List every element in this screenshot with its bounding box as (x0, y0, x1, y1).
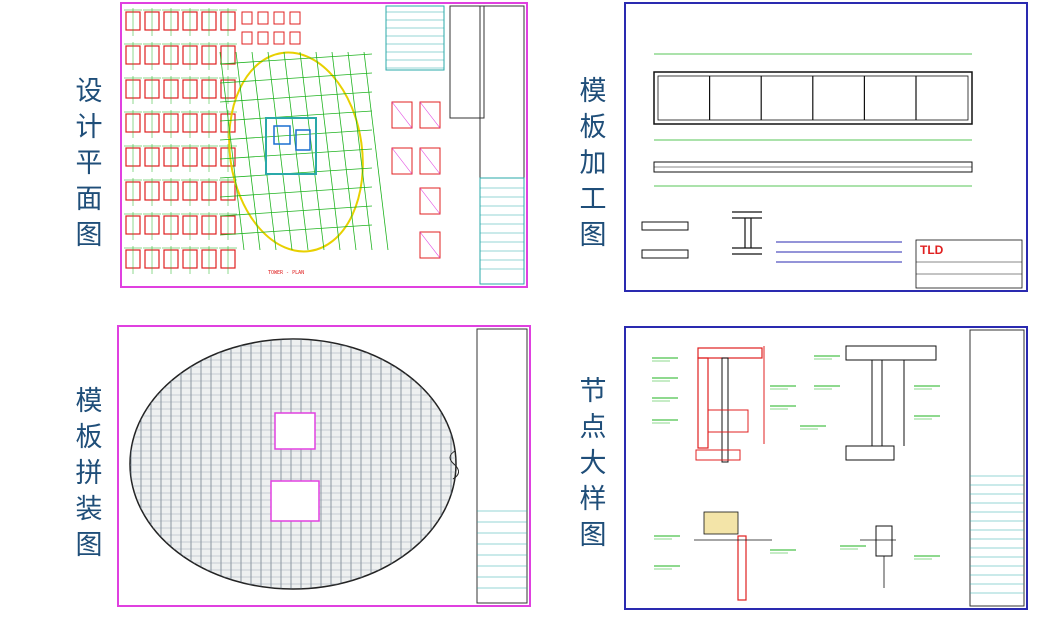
formwork-processing-drawing: TLD (624, 2, 1028, 292)
label-design-plan: 设计平面图 (75, 76, 103, 251)
node-detail-drawing (624, 326, 1028, 610)
label-formwork-processing: 模板加工图 (579, 76, 607, 251)
svg-text:TOWER - PLAN: TOWER - PLAN (268, 270, 304, 276)
svg-text:TLD: TLD (920, 243, 944, 257)
formwork-assembly-drawing (117, 325, 531, 607)
label-formwork-assembly: 模板拼装图 (75, 386, 103, 561)
label-node-detail: 节点大样图 (579, 376, 607, 551)
design-plan-drawing: TOWER - PLAN (120, 2, 528, 288)
